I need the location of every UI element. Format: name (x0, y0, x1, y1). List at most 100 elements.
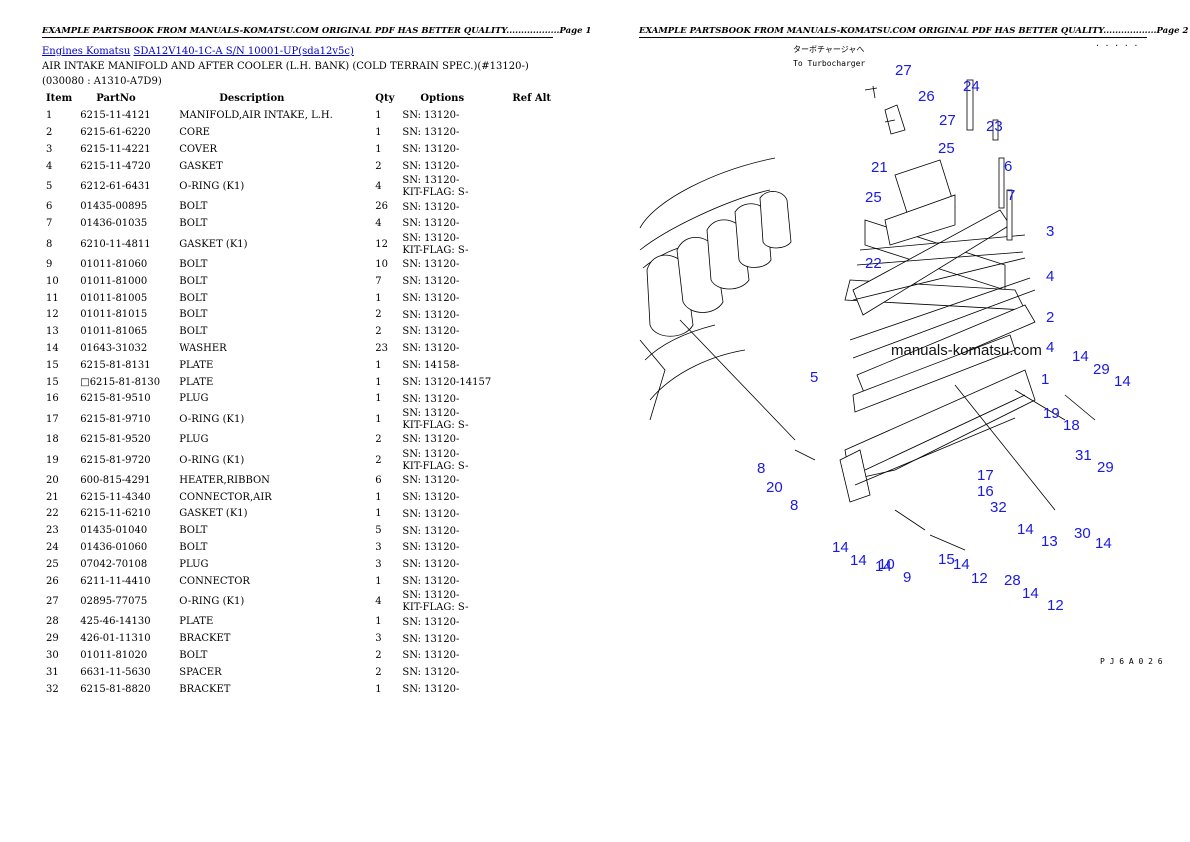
cell-qty: 1 (375, 359, 382, 371)
cell-description: BOLT (179, 650, 208, 662)
cell-partno: 6215-81-9720 (80, 454, 151, 466)
cell-item: 11 (46, 292, 59, 304)
options-kit-flag: KIT-FLAG: S- (402, 602, 469, 614)
cell-qty: 2 (375, 666, 382, 678)
breadcrumb-engines-komatsu-link[interactable]: Engines Komatsu (42, 46, 131, 57)
callout-label: 1 (1041, 371, 1049, 388)
cell-partno: 6215-11-4221 (80, 143, 151, 155)
cell-ref-alt (508, 199, 555, 216)
callout-label: 28 (1004, 572, 1021, 589)
cell-options: SN: 13120- (398, 665, 508, 682)
options-kit-flag: KIT-FLAG: S- (402, 187, 469, 199)
cell-options: SN: 13120- (398, 648, 508, 665)
cell-partno: 01011-81000 (80, 275, 148, 287)
exploded-parts-diagram: ターボチャージャへ To Turbocharger · · · · · (639, 41, 1163, 666)
cell-description: BOLT (179, 309, 208, 321)
breadcrumb-model-link[interactable]: SDA12V140-1C-A S/N 10001-UP(sda12v5c) (133, 46, 354, 57)
cell-ref-alt (508, 158, 555, 175)
cell-item: 6 (46, 201, 53, 213)
cell-options: SN: 13120- (398, 324, 508, 341)
cell-ref-alt (508, 108, 555, 125)
cell-description: BOLT (179, 525, 208, 537)
cell-partno: 01436-01060 (80, 542, 148, 554)
cell-description: GASKET (K1) (179, 238, 248, 250)
cell-qty: 26 (375, 201, 388, 213)
parts-table: Item PartNo Description Qty Options Ref … (42, 91, 555, 698)
callout-label: 14 (832, 539, 849, 556)
cell-ref-alt (508, 682, 555, 699)
cell-partno: 6215-11-4121 (80, 110, 151, 122)
options-sn: SN: 13120- (402, 218, 460, 230)
cell-options: SN: 13120- (398, 682, 508, 699)
cell-ref-alt (508, 473, 555, 490)
options-sn: SN: 13120- (402, 525, 460, 537)
callout-label: 30 (1074, 525, 1091, 542)
callout-label: 18 (1063, 417, 1080, 434)
cell-options: SN: 13120-KIT-FLAG: S- (398, 175, 508, 199)
cell-item: 1 (46, 110, 53, 122)
cell-item: 30 (46, 650, 59, 662)
cell-qty: 2 (375, 160, 382, 172)
col-qty: Qty (375, 92, 395, 104)
options-sn: SN: 13120- (402, 434, 460, 446)
cell-qty: 1 (375, 126, 382, 138)
cell-ref-alt (508, 590, 555, 614)
cell-qty: 3 (375, 633, 382, 645)
callout-label: 16 (977, 483, 994, 500)
cell-partno: 6215-11-4340 (80, 491, 151, 503)
cell-item: 2 (46, 126, 53, 138)
callout-label: 14 (1114, 373, 1131, 390)
cell-description: PLATE (179, 616, 214, 628)
options-sn: SN: 13120- (402, 232, 460, 244)
cell-options: SN: 13120- (398, 142, 508, 159)
cell-qty: 2 (375, 326, 382, 338)
cell-item: 3 (46, 143, 53, 155)
options-kit-flag: KIT-FLAG: S- (402, 244, 469, 256)
callout-label: 27 (895, 62, 912, 79)
col-item: Item (46, 92, 73, 104)
callout-label: 26 (918, 88, 935, 105)
cell-ref-alt (508, 324, 555, 341)
cell-partno: 01011-81020 (80, 650, 148, 662)
cell-ref-alt (508, 257, 555, 274)
cell-options: SN: 14158- (398, 358, 508, 375)
callout-label: 4 (1046, 339, 1054, 356)
cell-description: BRACKET (179, 633, 231, 645)
options-sn: SN: 13120-14157 (402, 376, 492, 388)
options-sn: SN: 13120- (402, 667, 460, 679)
options-sn: SN: 13120- (402, 110, 460, 122)
cell-ref-alt (508, 307, 555, 324)
cell-ref-alt (508, 648, 555, 665)
cell-qty: 4 (375, 596, 382, 608)
cell-qty: 2 (375, 650, 382, 662)
cell-item: 21 (46, 491, 59, 503)
cell-item: 7 (46, 218, 53, 230)
callout-label: 12 (971, 570, 988, 587)
cell-options: SN: 13120-14157 (398, 374, 508, 391)
callout-label: 15 (938, 551, 955, 568)
cell-description: MANIFOLD,AIR INTAKE, L.H. (179, 110, 333, 122)
cell-partno: 01436-01035 (80, 218, 148, 230)
callout-label: 29 (1097, 459, 1114, 476)
cell-item: 9 (46, 258, 53, 270)
callout-label: 6 (1004, 158, 1012, 175)
page-1: EXAMPLE PARTSBOOK FROM MANUALS-KOMATSU.C… (42, 26, 591, 698)
callout-label: 31 (1075, 447, 1092, 464)
cell-description: PLUG (179, 393, 209, 405)
cell-ref-alt (508, 490, 555, 507)
cell-qty: 1 (375, 143, 382, 155)
cell-qty: 1 (375, 110, 382, 122)
options-kit-flag: KIT-FLAG: S- (402, 460, 469, 472)
